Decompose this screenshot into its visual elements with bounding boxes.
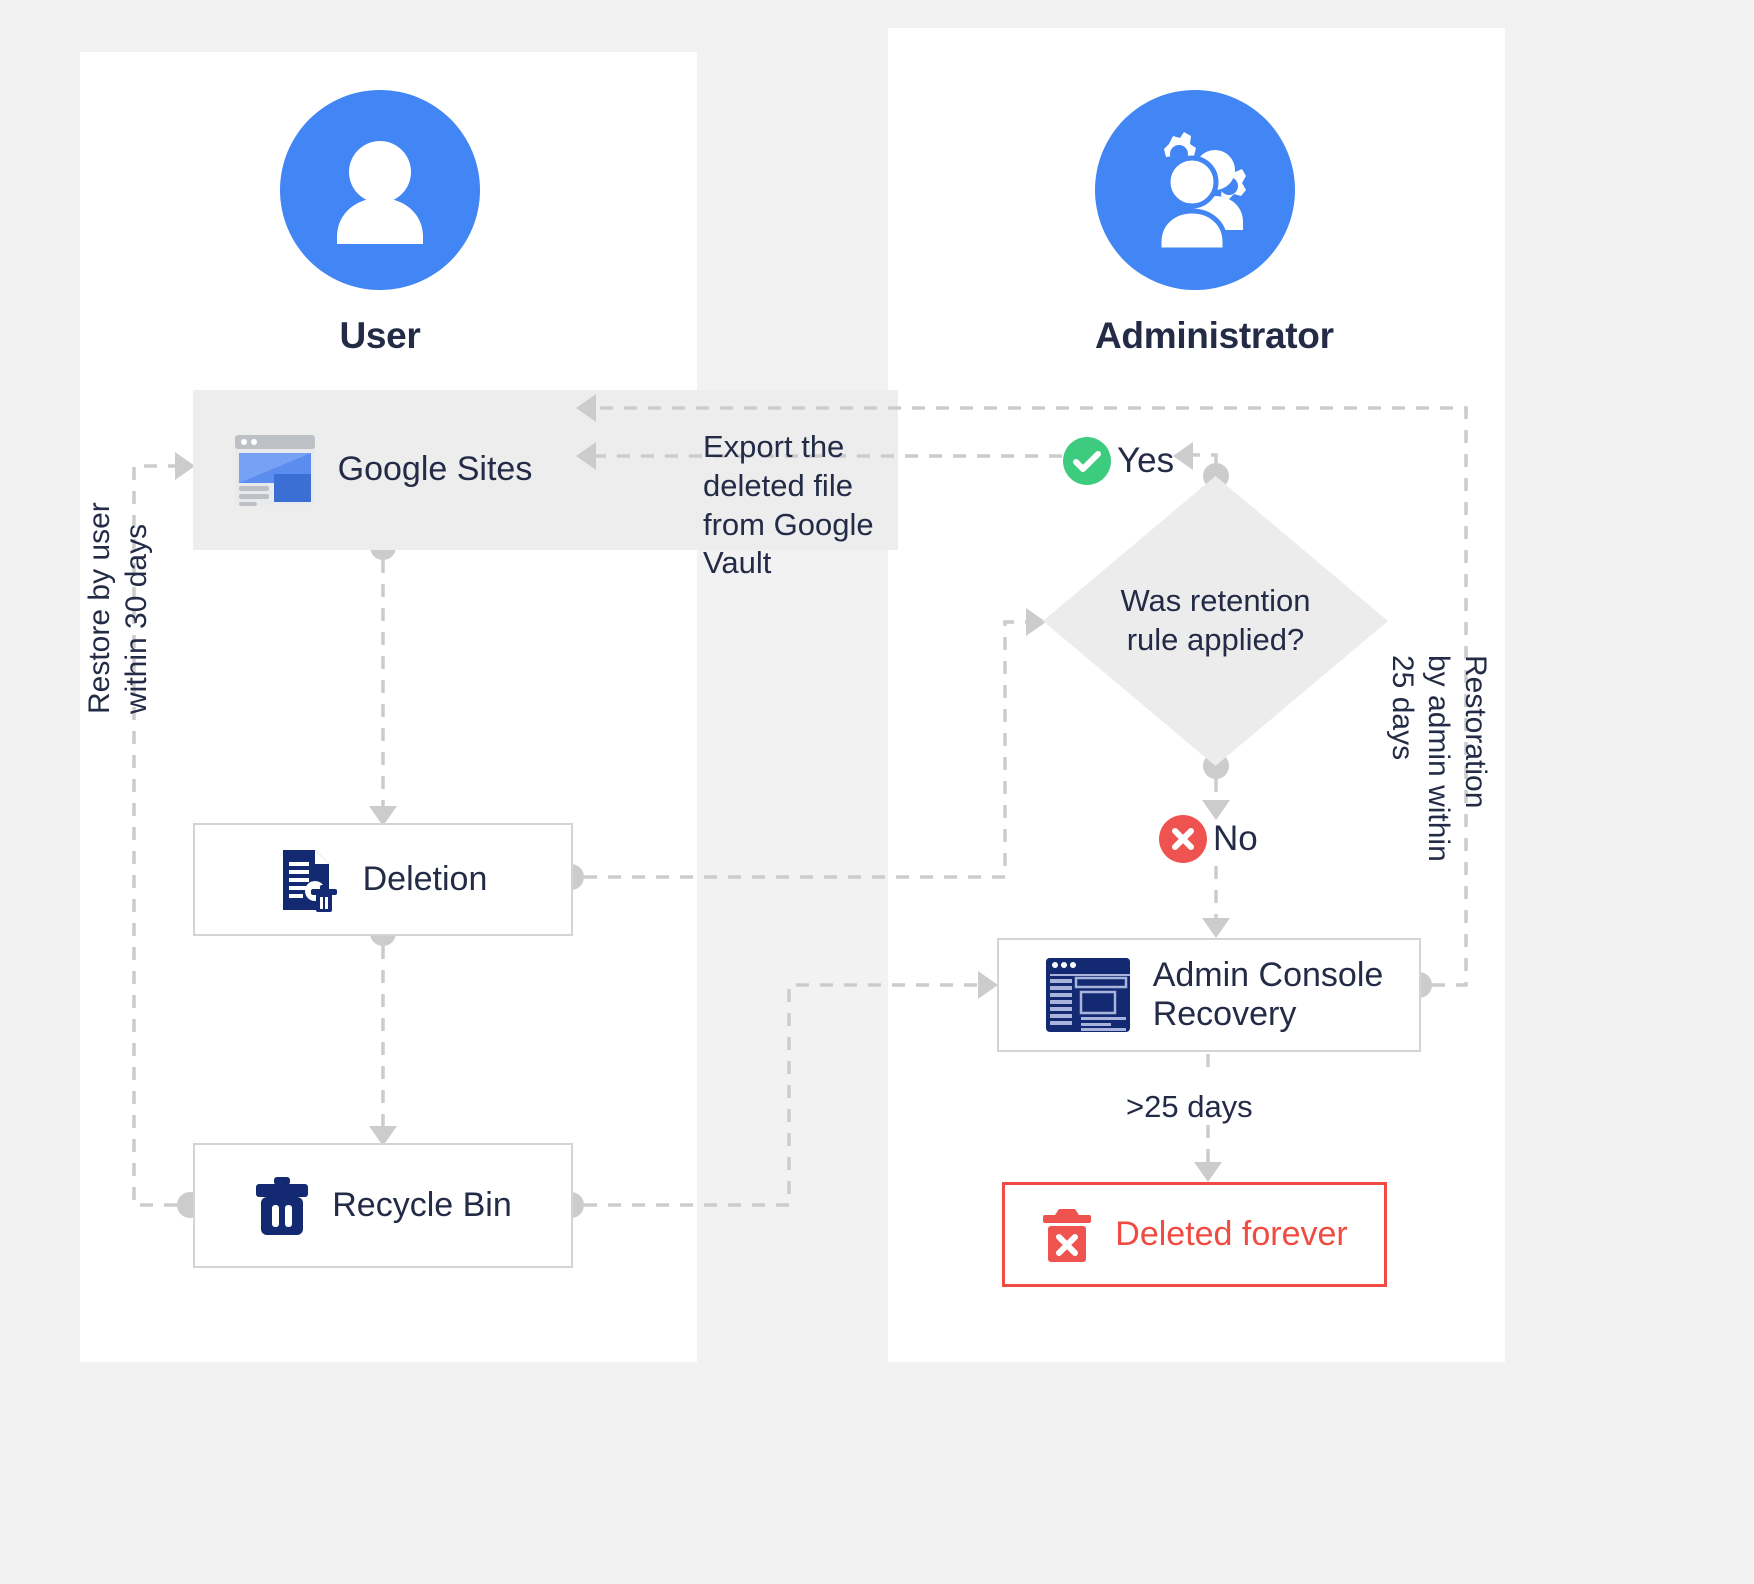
decision-yes-branch: Yes xyxy=(1063,437,1174,485)
avatar-administrator xyxy=(1095,90,1295,290)
avatar-user xyxy=(280,90,480,290)
node-deletion[interactable]: Deletion xyxy=(193,823,573,936)
label-restore-by-user: Restore by user within 30 days xyxy=(83,502,153,714)
actor-administrator: Administrator xyxy=(1095,90,1334,357)
node-recycle-bin-label: Recycle Bin xyxy=(332,1185,512,1224)
google-sites-icon xyxy=(234,435,315,506)
node-google-sites-label: Google Sites xyxy=(337,450,533,489)
label-restoration-by-admin: Restoration by admin within 25 days xyxy=(1385,655,1492,862)
label-over-25-days: >25 days xyxy=(1126,1089,1253,1124)
decision-line-2: rule applied? xyxy=(1126,622,1305,657)
label-export-vault: Export the deleted file from Google Vaul… xyxy=(703,429,874,581)
file-delete-icon xyxy=(282,849,337,912)
no-label: No xyxy=(1213,819,1258,858)
node-deleted-forever-label: Deleted forever xyxy=(1115,1214,1348,1253)
decision-no-branch: No xyxy=(1159,815,1258,863)
trash-icon xyxy=(256,1176,309,1235)
node-deleted-forever[interactable]: Deleted forever xyxy=(1002,1182,1387,1287)
admin-console-icon xyxy=(1045,958,1130,1032)
decision-line-1: Was retention xyxy=(1120,583,1311,619)
people-gear-icon xyxy=(1156,132,1246,253)
node-admin-console-label: Admin Console Recovery xyxy=(1153,956,1384,1034)
trash-x-icon xyxy=(1043,1208,1092,1262)
x-circle-icon xyxy=(1159,815,1207,863)
node-admin-console-recovery[interactable]: Admin Console Recovery xyxy=(997,938,1421,1052)
node-recycle-bin[interactable]: Recycle Bin xyxy=(193,1143,573,1268)
node-google-sites[interactable]: Google Sites xyxy=(193,390,573,550)
yes-label: Yes xyxy=(1117,441,1175,480)
admin-console-line-2: Recovery xyxy=(1152,995,1297,1033)
person-icon xyxy=(337,141,423,244)
check-circle-icon xyxy=(1063,437,1111,485)
node-decision-label: Was retention rule applied? xyxy=(1043,476,1388,766)
actor-user-label: User xyxy=(339,315,421,356)
node-decision-retention-rule[interactable]: Was retention rule applied? xyxy=(1043,476,1388,766)
node-deletion-label: Deletion xyxy=(362,859,488,898)
actor-user: User xyxy=(280,90,480,357)
admin-console-line-1: Admin Console xyxy=(1152,955,1384,994)
actor-administrator-label: Administrator xyxy=(1095,315,1334,356)
